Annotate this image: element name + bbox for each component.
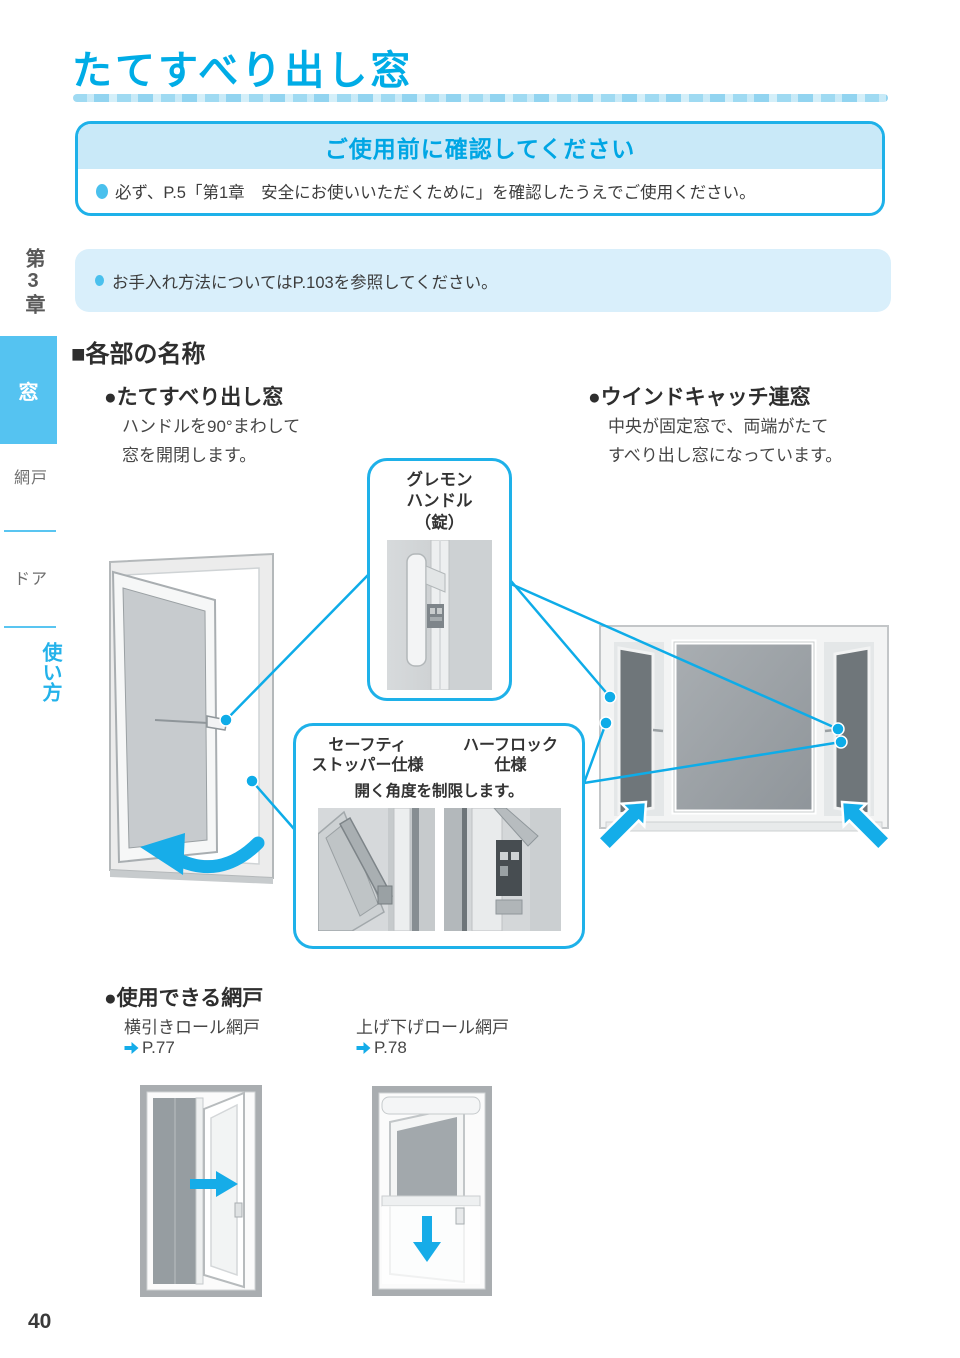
wind-arrow-right-icon bbox=[840, 800, 892, 852]
vertical-roll-screen-drawing bbox=[372, 1086, 492, 1296]
title-underline-brush bbox=[73, 94, 888, 102]
maintenance-note-box: お手入れ方法についてはP.103を参照してください。 bbox=[75, 249, 891, 312]
casement-window-illustration bbox=[95, 550, 280, 885]
casement-window-drawing bbox=[109, 552, 274, 884]
desc-windcatch-window: 中央が固定窓で、両端がたて すべり出し窓になっています。 bbox=[608, 417, 843, 465]
confirm-box-body: 必ず、P.5「第1章 安全にお使いいただくために」を確認したうえでご使用ください… bbox=[115, 184, 756, 202]
section-heading-part-names: ■各部の名称 bbox=[71, 341, 206, 368]
sidebar-tab-window-label: 窓 bbox=[18, 381, 39, 404]
pull-down-arrow-icon bbox=[413, 1216, 441, 1262]
gremon-handle-photo bbox=[387, 540, 492, 691]
sidebar-tab-window[interactable]: 窓 bbox=[0, 336, 57, 444]
callout-gremon-handle: グレモン ハンドル （錠） bbox=[367, 458, 512, 701]
page-number: 40 bbox=[28, 1310, 52, 1333]
screen-item-page-ref: P.78 bbox=[374, 1038, 407, 1057]
sidebar-divider bbox=[4, 626, 56, 628]
safety-stopper-label: セーフティ ストッパー仕様 bbox=[311, 737, 424, 774]
maintenance-note-text: お手入れ方法についてはP.103を参照してください。 bbox=[112, 273, 498, 292]
wind-arrow-left-icon bbox=[598, 800, 648, 852]
horizontal-roll-screen-drawing bbox=[140, 1085, 262, 1297]
half-lock-photo bbox=[443, 808, 561, 931]
horizontal-roll-screen-illustration bbox=[140, 1085, 262, 1297]
heading-windcatch-window: ●ウインドキャッチ連窓 bbox=[588, 386, 811, 409]
sidebar-item-usage[interactable]: 使い方 bbox=[39, 642, 61, 702]
windcatch-window-drawing bbox=[598, 625, 892, 852]
callout-safety-stopper: セーフティ ストッパー仕様 ハーフロック 仕様 開く角度を制限します。 bbox=[293, 723, 585, 949]
screen-item-page-ref: P.77 bbox=[142, 1038, 175, 1057]
sidebar-item-door[interactable]: ドア bbox=[13, 571, 48, 588]
sidebar-divider bbox=[4, 530, 56, 532]
right-arrow-icon bbox=[356, 1042, 371, 1054]
windcatch-window-illustration bbox=[598, 618, 893, 876]
safety-stopper-photo bbox=[317, 808, 435, 931]
callout-gremon-handle-label: グレモン ハンドル （錠） bbox=[406, 471, 473, 532]
confirm-box-title: ご使用前に確認してください bbox=[78, 124, 882, 169]
stopper-caption: 開く角度を制限します。 bbox=[354, 783, 524, 800]
heading-usable-screens: ●使用できる網戸 bbox=[104, 987, 264, 1010]
screen-item-ref: P.78 bbox=[356, 1038, 407, 1058]
sidebar-item-screen[interactable]: 網戸 bbox=[13, 470, 48, 487]
right-arrow-icon bbox=[124, 1042, 139, 1054]
open-direction-curved-arrow-icon bbox=[140, 833, 265, 875]
screen-item-ref: P.77 bbox=[124, 1038, 175, 1058]
half-lock-label: ハーフロック 仕様 bbox=[462, 737, 559, 774]
vertical-roll-screen-illustration bbox=[372, 1086, 492, 1296]
screen-item-name: 上げ下げロール網戸 bbox=[356, 1018, 509, 1037]
heading-casement-window: ●たてすべり出し窓 bbox=[104, 386, 284, 409]
page-title: たてすべり出し窓 bbox=[72, 49, 414, 93]
confirm-before-use-box: ご使用前に確認してください 必ず、P.5「第1章 安全にお使いいただくために」を… bbox=[75, 121, 885, 216]
sidebar-chapter-label: 第3章 bbox=[22, 248, 44, 316]
desc-casement-window: ハンドルを90°まわして 窓を開閉します。 bbox=[122, 417, 301, 465]
slide-right-arrow-icon bbox=[190, 1171, 238, 1197]
bullet-icon bbox=[96, 183, 108, 199]
bullet-icon bbox=[95, 275, 104, 286]
screen-item-name: 横引きロール網戸 bbox=[124, 1018, 260, 1037]
